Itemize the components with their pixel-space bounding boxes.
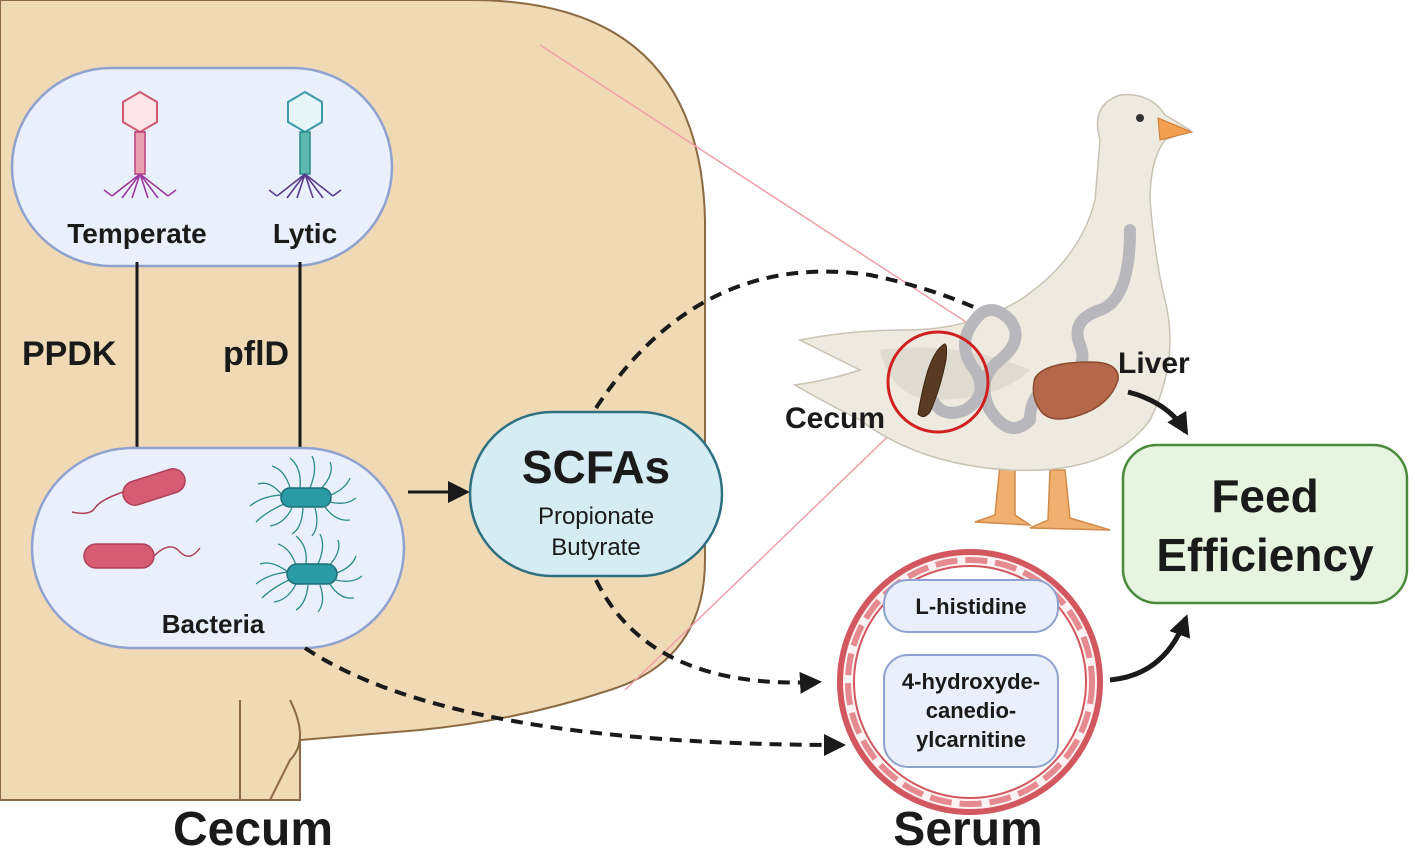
zoom-line-top	[539, 44, 1041, 371]
rod-bacterium-icon	[71, 468, 186, 515]
scfa-bubble	[468, 410, 724, 578]
zoom-line-bottom	[624, 419, 906, 691]
arrow-serum-to-feed-efficiency	[1109, 614, 1191, 683]
serum-section-label: Serum	[893, 803, 1042, 854]
rod-bacterium-icon	[83, 543, 201, 569]
metabolite-name-line1: 4-hydroxyde-	[902, 669, 1040, 694]
arrow-liver-to-feed-efficiency	[1127, 389, 1189, 436]
metabolite-name-line3: ylcarnitine	[916, 727, 1026, 752]
flagellated-bacterium-icon	[249, 455, 357, 537]
hydroxydecanedioylcarnitine-box	[883, 654, 1059, 768]
feed-efficiency-line1: Feed	[1211, 470, 1318, 522]
feed-efficiency-line2: Efficiency	[1156, 529, 1374, 581]
lytic-phage-icon	[268, 90, 342, 199]
l-histidine-box	[883, 579, 1059, 633]
scfa-title: SCFAs	[522, 441, 670, 493]
goose-liver-label: Liver	[1118, 347, 1190, 380]
gene-ppdk-label: PPDK	[22, 335, 117, 373]
dashed-arrow-scfas-to-serum	[594, 579, 822, 694]
lytic-label: Lytic	[273, 218, 337, 249]
goose-illustration	[792, 93, 1194, 531]
cecum-highlight-circle	[886, 330, 990, 434]
temperate-phage-icon	[103, 90, 177, 199]
cecum-appendix-outline	[239, 699, 301, 801]
flagellated-bacterium-icon	[255, 533, 363, 613]
scfa-butyrate: Butyrate	[551, 534, 640, 561]
bacteria-label: Bacteria	[162, 609, 265, 639]
goose-cecum-label: Cecum	[785, 402, 885, 435]
dashed-arrow-bacteria-to-serum	[303, 646, 846, 756]
gene-pfld-label: pflD	[223, 335, 289, 373]
feed-efficiency-box	[1121, 443, 1409, 605]
scfa-propionate: Propionate	[538, 503, 654, 530]
l-histidine-label: L-histidine	[915, 594, 1026, 619]
cecum-section-label: Cecum	[173, 803, 333, 854]
temperate-label: Temperate	[67, 218, 207, 249]
metabolite-name-line2: canedio-	[926, 698, 1016, 723]
